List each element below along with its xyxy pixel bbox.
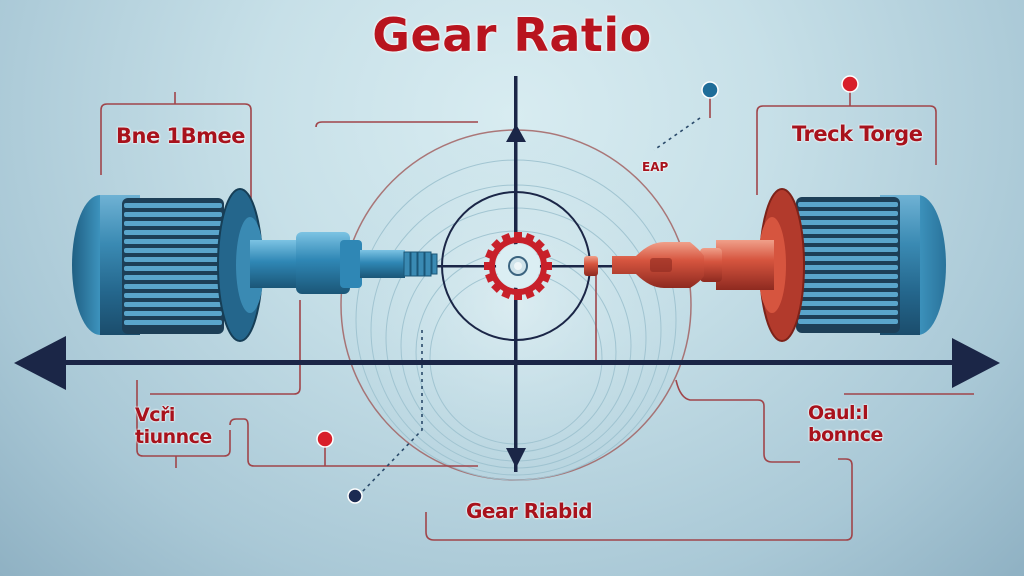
horizontal-axis [14,336,1000,390]
connector-lines [100,92,974,541]
label-top-left: Bne 1Bmee [116,124,246,148]
label-bottom-right: Oaul:l bonnce [808,402,883,447]
label-bottom-left: Vcři tiunnce [135,404,212,449]
label-center-small: EAP [642,160,669,174]
dotted-connectors [361,117,701,493]
label-top-right: Treck Torge [792,122,923,146]
left-motor [72,188,438,342]
markers [316,75,859,504]
label-bottom-center: Gear Riabid [466,499,593,523]
page-title: Gear Ratio [372,8,652,62]
center-gear [484,232,552,300]
right-motor [584,188,946,342]
